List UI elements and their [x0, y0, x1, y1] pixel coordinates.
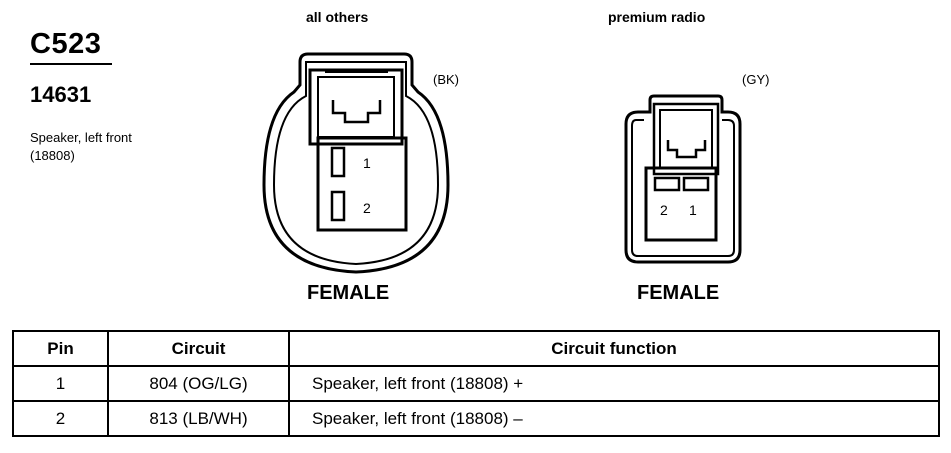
cell-pin: 2	[12, 400, 109, 437]
header-circuit-function: Circuit function	[288, 330, 940, 367]
header-circuit: Circuit	[107, 330, 290, 367]
cell-circuit-function: Speaker, left front (18808) +	[288, 365, 940, 402]
pin-label-1: 1	[363, 155, 371, 171]
pin-label-1: 1	[689, 202, 697, 218]
table-header-row: Pin Circuit Circuit function	[12, 330, 940, 367]
pin-label-2: 2	[660, 202, 668, 218]
connector-face-premium-radio	[624, 94, 742, 264]
connector-id-underline	[30, 63, 112, 65]
table-row: 2 813 (LB/WH) Speaker, left front (18808…	[12, 400, 940, 437]
connector-description: Speaker, left front	[30, 130, 132, 145]
connector-id: C523	[30, 28, 102, 60]
variant-title-all-others: all others	[306, 9, 369, 25]
pin-label-2: 2	[363, 200, 371, 216]
cell-circuit: 813 (LB/WH)	[107, 400, 290, 437]
variant-title-premium-radio: premium radio	[608, 9, 706, 25]
connector-face-all-others	[262, 52, 450, 274]
cell-circuit-function: Speaker, left front (18808) –	[288, 400, 940, 437]
gender-premium-radio: FEMALE	[637, 282, 720, 304]
table-row: 1 804 (OG/LG) Speaker, left front (18808…	[12, 365, 940, 402]
cell-pin: 1	[12, 365, 109, 402]
color-code-premium-radio: (GY)	[742, 72, 770, 87]
cell-circuit: 804 (OG/LG)	[107, 365, 290, 402]
color-code-all-others: (BK)	[433, 72, 459, 87]
connector-description-code: (18808)	[30, 148, 75, 163]
header-pin: Pin	[12, 330, 109, 367]
gender-all-others: FEMALE	[307, 282, 390, 304]
pinout-table: Pin Circuit Circuit function 1 804 (OG/L…	[12, 330, 940, 437]
part-number: 14631	[30, 82, 92, 107]
